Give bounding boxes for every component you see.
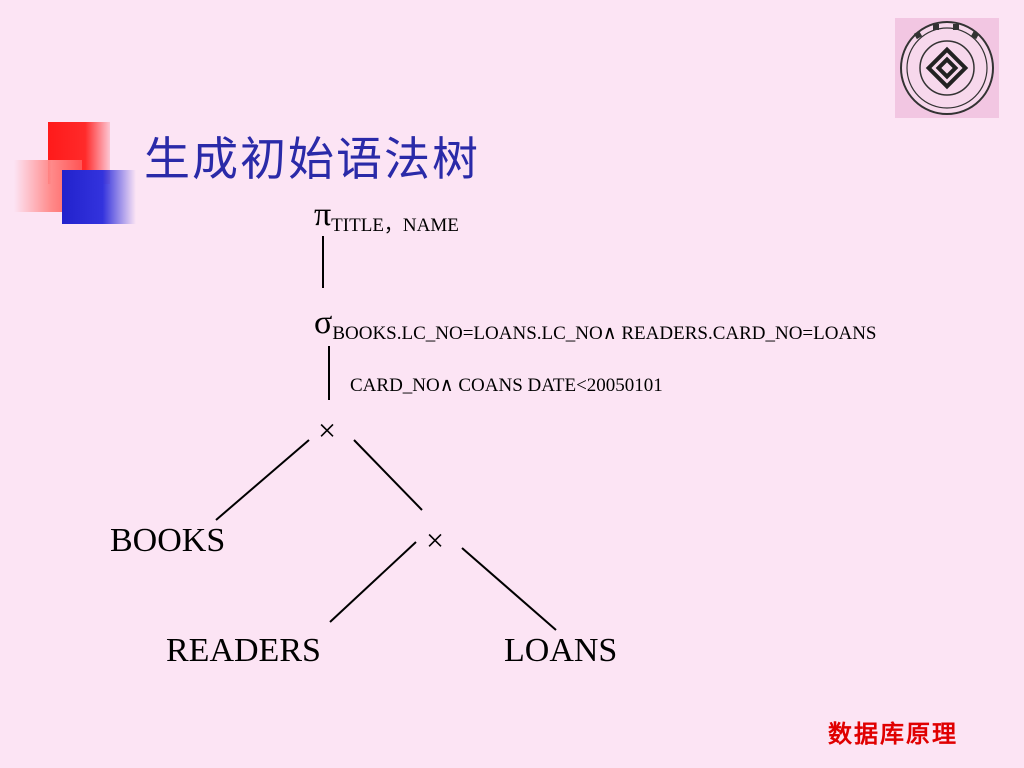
edge-product-readers (329, 541, 417, 623)
projection-attributes: TITLE，NAME (331, 215, 459, 236)
edge-product-product (353, 439, 423, 511)
selection-node: σBOOKS.LC_NO=LOANS.LC_NO∧ READERS.CARD_N… (314, 304, 876, 344)
relation-readers: READERS (166, 632, 321, 669)
university-seal-icon (895, 18, 999, 118)
product-node-bottom: × (426, 522, 445, 558)
projection-node: πTITLE，NAME (314, 196, 459, 236)
product-node-top: × (318, 412, 337, 448)
selection-symbol: σ (314, 304, 333, 341)
relation-books: BOOKS (110, 522, 226, 559)
selection-condition-line2: CARD_NO∧ COANS DATE<20050101 (350, 375, 663, 396)
edge-product-loans (461, 547, 557, 631)
slide-title: 生成初始语法树 (144, 132, 480, 186)
course-footer: 数据库原理 (828, 719, 958, 748)
decor-blue-square (62, 170, 136, 224)
selection-condition-line1: BOOKS.LC_NO=LOANS.LC_NO∧ READERS.CARD_NO… (332, 323, 877, 344)
relation-loans: LOANS (504, 632, 618, 669)
edge-product-books (215, 439, 310, 521)
projection-symbol: π (314, 196, 332, 233)
